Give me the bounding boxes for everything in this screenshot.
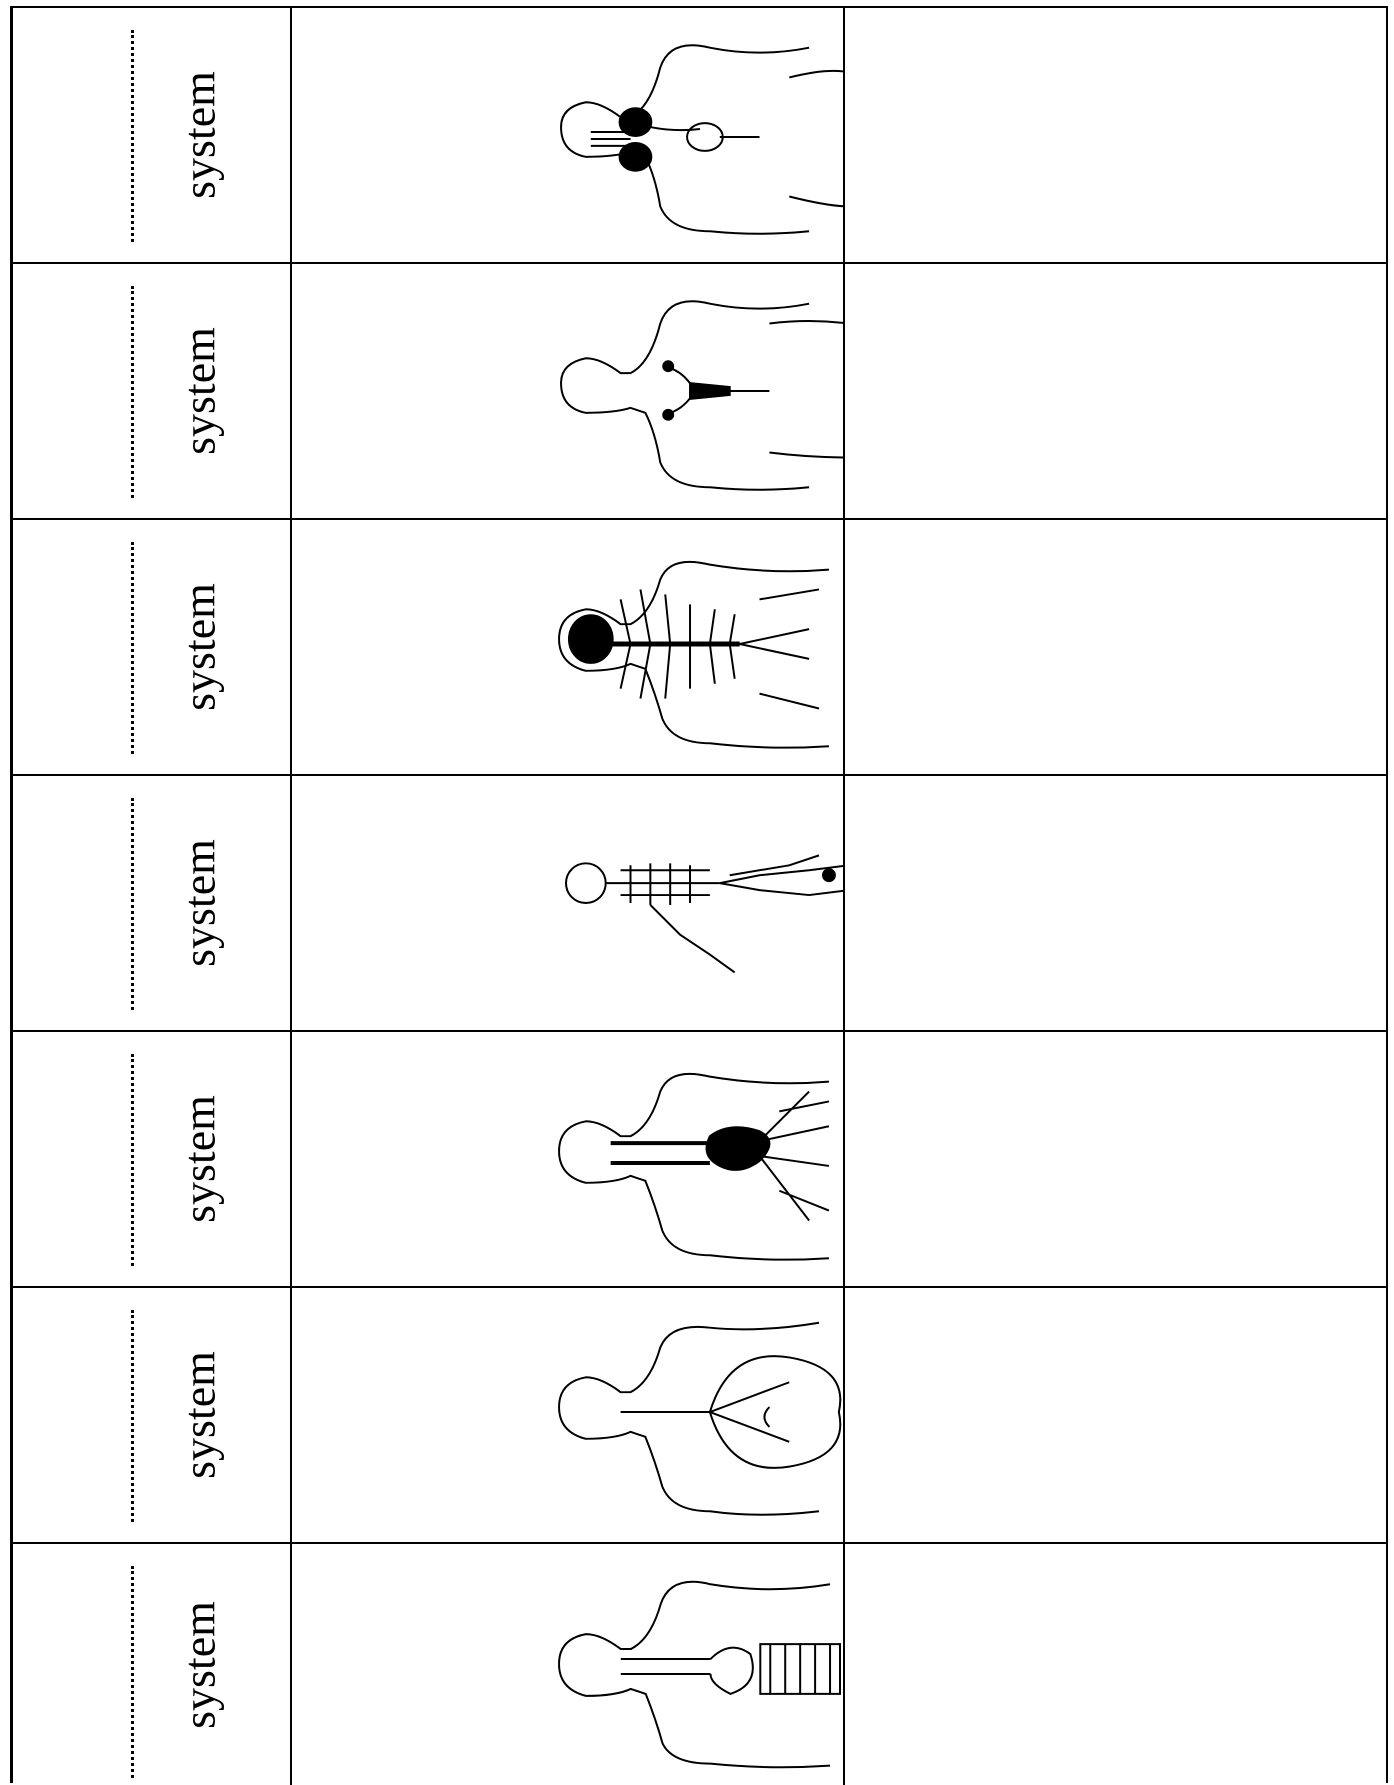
body-systems-worksheet: system system <box>10 6 1388 1783</box>
answer-cell[interactable] <box>845 776 1386 1030</box>
answer-cell[interactable] <box>845 8 1386 262</box>
answer-cell[interactable] <box>845 1288 1386 1542</box>
fill-in-blank-line[interactable] <box>131 1566 134 1778</box>
system-label: system <box>173 839 226 967</box>
skeleton-figure-icon <box>292 776 845 1030</box>
fill-in-blank-line[interactable] <box>131 1310 134 1522</box>
heart-vessels-figure-icon <box>292 1032 845 1286</box>
system-label: system <box>173 1095 226 1223</box>
system-row: system <box>13 1288 1386 1544</box>
answer-cell[interactable] <box>845 264 1386 518</box>
system-row: system <box>13 520 1386 776</box>
system-row: system <box>13 1544 1386 1785</box>
lungs-figure-icon <box>292 1288 845 1542</box>
system-label: system <box>173 327 226 455</box>
system-label: system <box>173 71 226 199</box>
system-label-cell: system <box>13 8 292 262</box>
system-row: system <box>13 264 1386 520</box>
fill-in-blank-line[interactable] <box>131 542 134 754</box>
system-label-cell: system <box>13 520 292 774</box>
answer-cell[interactable] <box>845 1544 1386 1785</box>
system-label: system <box>173 1351 226 1479</box>
fill-in-blank-line[interactable] <box>131 30 134 242</box>
system-label-cell: system <box>13 1288 292 1542</box>
fill-in-blank-line[interactable] <box>131 286 134 498</box>
system-row: system <box>13 8 1386 264</box>
system-row: system <box>13 1032 1386 1288</box>
digestive-tract-figure-icon <box>292 1544 845 1785</box>
brain-spinal-cord-figure-icon <box>292 520 845 774</box>
system-row: system <box>13 776 1386 1032</box>
system-label-cell: system <box>13 776 292 1030</box>
answer-cell[interactable] <box>845 1032 1386 1286</box>
system-label-cell: system <box>13 1544 292 1785</box>
kidneys-figure-icon <box>292 8 845 262</box>
system-label: system <box>173 1601 226 1729</box>
system-label-cell: system <box>13 264 292 518</box>
uterus-figure-icon <box>292 264 845 518</box>
answer-cell[interactable] <box>845 520 1386 774</box>
system-label: system <box>173 583 226 711</box>
system-label-cell: system <box>13 1032 292 1286</box>
fill-in-blank-line[interactable] <box>131 1054 134 1266</box>
fill-in-blank-line[interactable] <box>131 798 134 1010</box>
